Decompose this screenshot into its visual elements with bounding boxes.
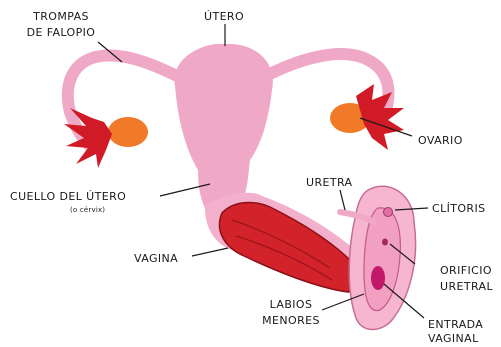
- label-orificio-line2: URETRAL: [440, 280, 493, 293]
- label-vagina: VAGINA: [134, 252, 178, 265]
- urethral-orifice: [382, 239, 388, 246]
- label-orificio-line1: ORIFICIO: [440, 264, 492, 277]
- label-trompas-line2: DE FALOPIO: [12, 26, 110, 39]
- label-ovario: OVARIO: [418, 134, 463, 147]
- label-uretra: URETRA: [306, 176, 353, 189]
- label-trompas-line1: TROMPAS: [12, 10, 110, 23]
- label-cuello-line2: (o cérvix): [70, 206, 105, 215]
- label-entrada-line2: VAGINAL: [428, 332, 479, 345]
- label-labios-line1: LABIOS: [256, 298, 326, 311]
- vagina: [219, 203, 356, 292]
- right-fimbriae: [356, 84, 404, 150]
- label-utero: ÚTERO: [204, 10, 244, 23]
- label-clitoris: CLÍTORIS: [432, 202, 486, 215]
- clitoris: [384, 208, 393, 217]
- label-entrada-line1: ENTRADA: [428, 318, 483, 331]
- vaginal-opening: [371, 266, 385, 290]
- label-labios-line2: MENORES: [256, 314, 326, 327]
- left-ovary: [108, 117, 148, 147]
- label-cuello-line1: CUELLO DEL ÚTERO: [10, 190, 126, 203]
